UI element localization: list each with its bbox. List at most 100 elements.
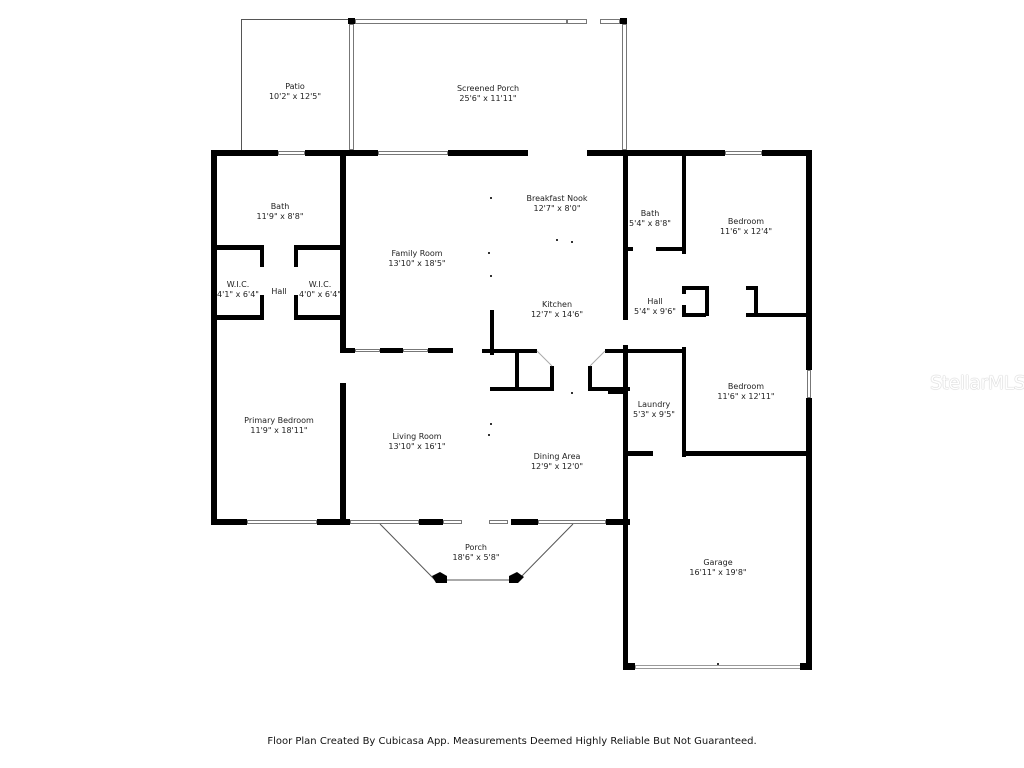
room-label-patio: Patio 10'2" x 12'5"	[268, 82, 322, 101]
wall	[746, 313, 812, 317]
wall	[490, 387, 553, 391]
wall	[620, 18, 627, 24]
wall	[587, 150, 725, 156]
wall	[588, 387, 630, 391]
room-label-bedroom-1: Bedroom 11'6" x 12'4"	[719, 217, 773, 236]
wall	[340, 383, 346, 525]
wall	[754, 286, 758, 316]
wall	[800, 663, 812, 670]
window	[278, 151, 305, 155]
fixture-dot	[571, 241, 573, 243]
room-label-bedroom-2: Bedroom 11'6" x 12'11"	[717, 382, 775, 401]
window	[807, 370, 811, 398]
wall	[606, 519, 630, 525]
wall	[623, 345, 628, 670]
wall	[682, 347, 686, 457]
room-label-porch: Porch 18'6" x 5'8"	[452, 543, 500, 562]
wall	[588, 366, 592, 391]
room-label-hall-2: Hall 5'4" x 9'6"	[634, 297, 676, 316]
room-label-breakfast-nook: Breakfast Nook 12'7" x 8'0"	[526, 194, 588, 213]
wall	[482, 349, 537, 353]
wall	[211, 315, 264, 320]
wall	[746, 286, 758, 290]
fixture-dot	[556, 239, 558, 241]
wall	[762, 150, 812, 156]
window	[538, 520, 606, 524]
room-label-living-room: Living Room 13'10" x 16'1"	[388, 432, 446, 451]
room-label-primary-bath: Bath 11'9" x 8'8"	[256, 202, 304, 221]
room-label-hall-primary: Hall	[271, 287, 287, 296]
room-label-kitchen: Kitchen 12'7" x 14'6"	[530, 300, 584, 319]
wall	[348, 18, 355, 24]
wall	[682, 150, 686, 254]
wall	[211, 150, 278, 156]
wall	[705, 286, 709, 316]
fixture-dot	[717, 663, 719, 665]
window	[378, 151, 448, 155]
watermark: StellarMLS	[930, 372, 1024, 394]
window	[355, 19, 567, 24]
wall	[806, 150, 812, 370]
room-label-screened-porch: Screened Porch 25'6" x 11'11"	[456, 84, 520, 103]
wall	[682, 286, 706, 290]
room-label-dining-area: Dining Area 12'9" x 12'0"	[530, 452, 584, 471]
fixture-dot	[490, 275, 492, 277]
wall	[294, 245, 298, 267]
wall	[419, 519, 443, 525]
wall	[211, 519, 247, 525]
wall	[511, 519, 538, 525]
window	[355, 349, 380, 352]
wall	[682, 451, 812, 456]
wall	[490, 310, 494, 355]
fixture-dot	[490, 197, 492, 199]
wall	[682, 305, 686, 317]
wall	[623, 451, 653, 456]
room-label-wic-left: W.I.C. 4'1" x 6'4"	[217, 280, 259, 299]
wall	[211, 245, 264, 250]
window	[725, 151, 762, 155]
wall	[682, 313, 706, 317]
screen-wall	[349, 24, 354, 150]
disclaimer-footer: Floor Plan Created By Cubicasa App. Meas…	[267, 736, 757, 747]
wall	[260, 245, 264, 267]
wall	[623, 150, 628, 320]
window	[247, 520, 317, 524]
wall	[682, 286, 686, 294]
wall	[623, 247, 633, 251]
window	[443, 520, 462, 524]
window	[567, 19, 587, 24]
wall	[340, 150, 346, 350]
room-label-garage: Garage 16'11" x 19'8"	[689, 558, 747, 577]
fixture-dot	[488, 252, 490, 254]
fixture-dot	[488, 434, 490, 436]
room-label-laundry: Laundry 5'3" x 9'5"	[633, 400, 675, 419]
door	[489, 520, 508, 524]
wall	[211, 150, 217, 525]
wall	[608, 390, 628, 394]
wall	[428, 348, 453, 353]
wall	[317, 519, 350, 525]
room-label-bath-2: Bath 5'4" x 8'8"	[629, 209, 671, 228]
window	[600, 19, 620, 24]
window	[403, 349, 428, 352]
wall	[294, 295, 298, 317]
wall	[380, 348, 403, 353]
wall	[550, 366, 554, 391]
wall	[806, 398, 812, 670]
wall	[294, 315, 346, 320]
window	[350, 520, 419, 524]
screen-wall	[622, 24, 627, 150]
room-label-family-room: Family Room 13'10" x 18'5"	[388, 249, 446, 268]
wall	[656, 247, 686, 251]
wall	[623, 663, 635, 670]
fixture-dot	[490, 423, 492, 425]
wall	[294, 245, 346, 250]
fixture-dot	[571, 392, 573, 394]
wall	[515, 349, 519, 391]
wall	[260, 295, 264, 317]
room-label-primary-bedroom: Primary Bedroom 11'9" x 18'11"	[244, 416, 314, 435]
wall	[448, 150, 528, 156]
wall	[605, 349, 685, 353]
